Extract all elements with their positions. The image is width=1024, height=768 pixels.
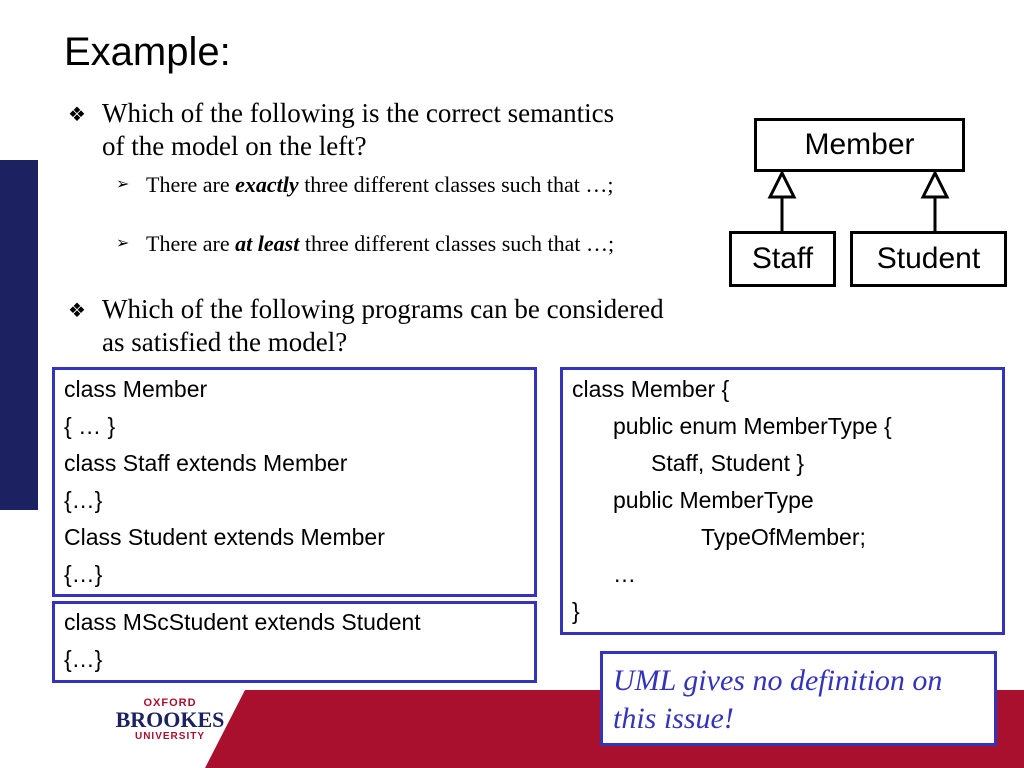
code-line: class Member { xyxy=(572,376,730,402)
sub-point-1-prefix: There are xyxy=(146,172,236,197)
code-line: class Staff extends Member xyxy=(64,450,348,476)
code-box-left: class Member { … } class Staff extends M… xyxy=(52,367,537,597)
code-line: Staff, Student } xyxy=(651,450,805,476)
sub-point-1-suffix: three different classes such that …; xyxy=(298,172,614,197)
code-line: public enum MemberType { xyxy=(613,413,892,439)
sub-point-2: ➢ There are at least three different cla… xyxy=(116,230,716,286)
question-2: ❖ Which of the following programs can be… xyxy=(68,293,688,363)
code-line: } xyxy=(572,598,580,624)
code-box-left-extra: class MScStudent extends Student {…} xyxy=(52,601,537,683)
code-line: {…} xyxy=(64,487,103,513)
code-line: {…} xyxy=(64,646,103,672)
code-line: class MScStudent extends Student xyxy=(64,609,421,635)
question-1: ❖ Which of the following is the correct … xyxy=(68,97,628,167)
arrow-bullet-icon: ➢ xyxy=(116,176,130,193)
diamond-bullet-icon: ❖ xyxy=(68,300,86,322)
uml-class-student: Student xyxy=(850,231,1007,287)
code-line: class Member xyxy=(64,376,208,402)
arrow-bullet-icon: ➢ xyxy=(116,235,130,252)
left-decorative-band xyxy=(0,160,38,510)
code-line: public MemberType xyxy=(613,487,814,513)
logo-line-2: BROOKES xyxy=(115,707,225,732)
sub-point-2-suffix: three different classes such that …; xyxy=(299,231,615,256)
university-logo: OXFORD BROOKES UNIVERSITY xyxy=(114,697,226,747)
student-inheritance-arrow-icon xyxy=(920,169,950,199)
logo-line-3: UNIVERSITY xyxy=(134,731,205,742)
staff-inheritance-arrow-icon xyxy=(767,169,797,199)
sub-point-2-text: There are at least three different class… xyxy=(146,230,716,257)
note-callout: UML gives no definition on this issue! xyxy=(600,651,997,746)
sub-point-2-emphasis: at least xyxy=(235,231,300,256)
sub-point-2-prefix: There are xyxy=(146,231,236,256)
code-line: { … } xyxy=(64,413,116,439)
uml-class-staff: Staff xyxy=(729,231,836,287)
sub-point-1: ➢ There are exactly three different clas… xyxy=(116,171,716,227)
code-box-right: class Member { public enum MemberType { … xyxy=(560,367,1005,635)
diamond-bullet-icon: ❖ xyxy=(68,104,86,126)
question-1-text: Which of the following is the correct se… xyxy=(102,98,615,161)
logo-line-1: OXFORD xyxy=(143,697,197,709)
question-2-text: Which of the following programs can be c… xyxy=(102,294,664,357)
uml-class-member: Member xyxy=(754,118,965,172)
slide-title: Example: xyxy=(64,30,231,74)
code-line: TypeOfMember; xyxy=(701,524,866,550)
code-line: {…} xyxy=(64,561,103,587)
code-line: Class Student extends Member xyxy=(64,524,385,550)
code-line: … xyxy=(613,561,636,587)
sub-point-1-emphasis: exactly xyxy=(235,172,299,197)
sub-point-1-text: There are exactly three different classe… xyxy=(146,171,716,198)
